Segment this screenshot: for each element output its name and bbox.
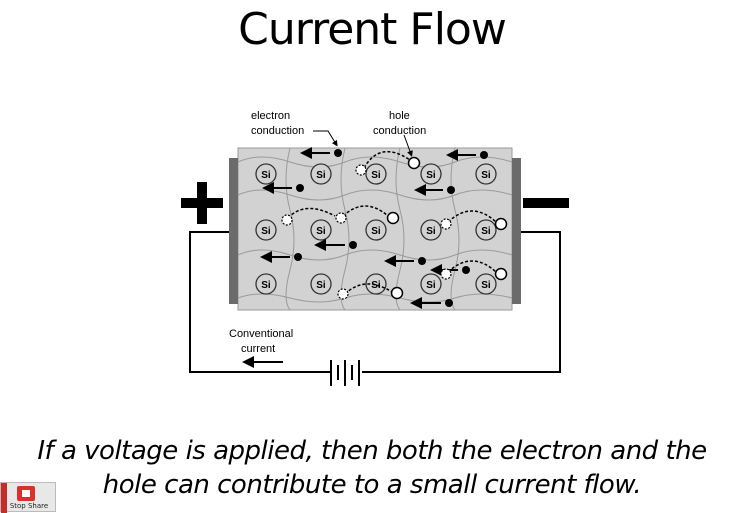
si-atom-label: Si [481, 226, 491, 237]
si-atom-label: Si [426, 280, 436, 291]
electron-dots [294, 149, 488, 307]
si-atom: Si [255, 273, 277, 295]
si-atom: Si [365, 163, 387, 185]
stop-icon [17, 486, 35, 501]
left-electrode [229, 158, 238, 304]
si-atom: Si [310, 273, 332, 295]
si-atom: Si [365, 219, 387, 241]
conventional-current-label: Conventional current [229, 328, 296, 355]
minus-sign [523, 198, 569, 208]
si-atom: Si [255, 163, 277, 185]
hole-conduction-label: hole conduction [373, 110, 426, 137]
stop-share-label: Stop Share [9, 502, 49, 510]
battery-symbol [330, 360, 360, 386]
si-atom: Si [475, 273, 497, 295]
electron-conduction-leader [313, 130, 338, 147]
si-atom: Si [310, 163, 332, 185]
stop-share-button[interactable]: Stop Share [0, 482, 56, 513]
si-atom-label: Si [371, 280, 381, 291]
si-atom: Si [255, 219, 277, 241]
si-atom: Si [310, 219, 332, 241]
si-atom: Si [475, 163, 497, 185]
si-atom-label: Si [371, 226, 381, 237]
si-atom-label: Si [371, 170, 381, 181]
holes [386, 156, 508, 300]
si-atom: Si [475, 219, 497, 241]
si-atom-label: Si [261, 170, 271, 181]
si-atom-label: Si [426, 226, 436, 237]
si-atom: Si [420, 219, 442, 241]
stop-share-edge [1, 483, 7, 513]
hole-conduction-leader [403, 134, 413, 157]
electron-arrows [260, 147, 476, 309]
si-atom-label: Si [426, 170, 436, 181]
hole-vacancies [281, 164, 452, 300]
right-electrode [512, 158, 521, 304]
caption-line-2: hole can contribute to a small current f… [102, 470, 642, 500]
circuit-wire [189, 231, 561, 373]
si-atom-label: Si [316, 226, 326, 237]
si-atom-label: Si [261, 226, 271, 237]
hole-paths [287, 151, 497, 295]
si-atom-label: Si [316, 280, 326, 291]
si-atom-label: Si [481, 170, 491, 181]
si-atom: Si [420, 163, 442, 185]
caption-line-1: If a voltage is applied, then both the e… [37, 436, 707, 466]
plus-sign [181, 182, 223, 224]
si-atom-label: Si [481, 280, 491, 291]
si-atom: Si [365, 273, 387, 295]
si-atom-label: Si [261, 280, 271, 291]
si-atom-label: Si [316, 170, 326, 181]
page-title: Current Flow [238, 4, 507, 55]
si-atom: Si [420, 273, 442, 295]
electron-conduction-label: electron conduction [251, 110, 304, 137]
